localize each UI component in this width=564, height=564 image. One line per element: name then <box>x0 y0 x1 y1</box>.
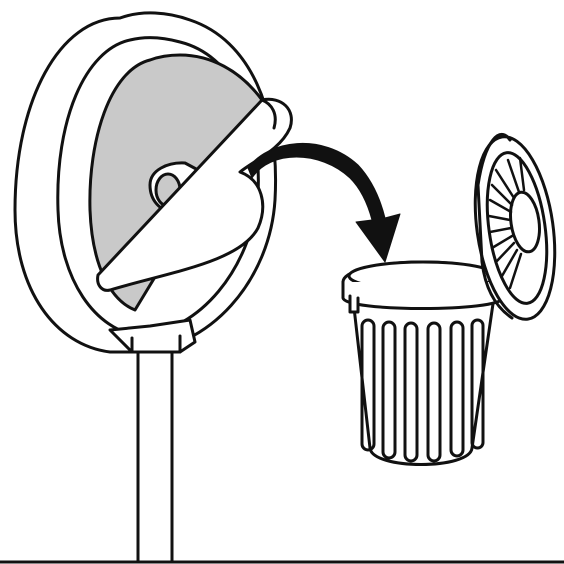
trash-bin-icon <box>343 262 503 465</box>
stand-pole <box>138 348 172 562</box>
